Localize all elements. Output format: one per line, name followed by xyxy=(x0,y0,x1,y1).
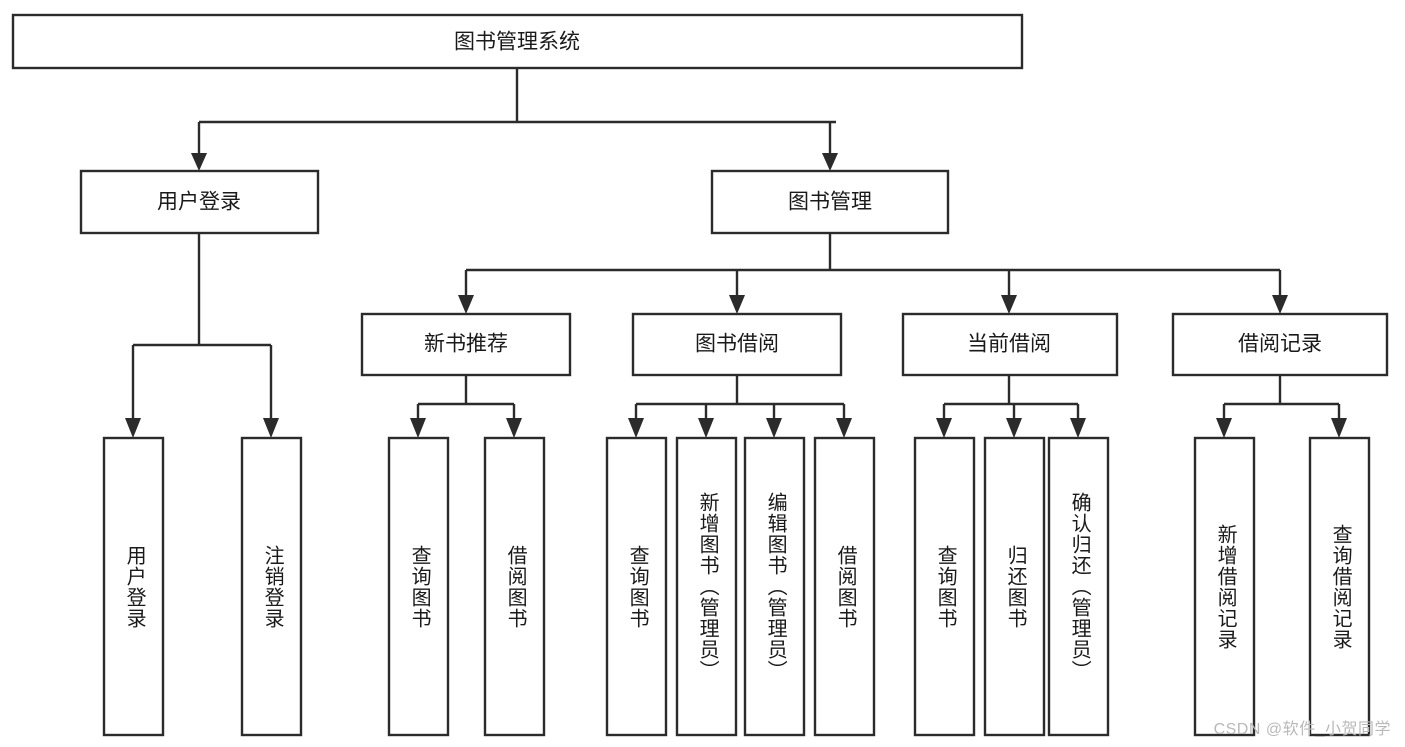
leaf-box-bb-query-book[interactable] xyxy=(605,436,668,737)
node-user-login-box[interactable] xyxy=(79,169,320,235)
leaf-boxes-book-borrow xyxy=(605,436,876,737)
node-book-manage[interactable]: 图书管理 xyxy=(710,169,950,235)
connectors-bookmanage-to-level3 xyxy=(458,233,1288,314)
leaf-box-bb-add-book[interactable] xyxy=(675,436,738,737)
node-root-box[interactable] xyxy=(11,13,1024,70)
connectors-borrowrecord-to-leaves xyxy=(1216,375,1347,438)
connectors-newbook-to-leaves xyxy=(410,375,522,438)
leaf-box-cb-return-book[interactable] xyxy=(983,436,1046,737)
node-borrow-record-label: 借阅记录 xyxy=(1238,333,1322,356)
node-book-borrow-label: 图书借阅 xyxy=(695,333,779,356)
arrow-head-currentborrow xyxy=(1001,295,1017,314)
leaf-box-nbr-query-book[interactable] xyxy=(387,436,450,737)
arrow-head-leaf-user-login xyxy=(125,418,141,438)
arrow-head-user-login xyxy=(191,153,207,171)
node-new-book-recommend[interactable]: 新书推荐 xyxy=(360,312,572,377)
arrow-head-currentborrow-leaf-2 xyxy=(1006,418,1022,438)
arrow-head-borrowrecord-leaf-1 xyxy=(1216,418,1232,438)
leaf-box-cb-confirm-return[interactable] xyxy=(1047,436,1110,737)
arrow-head-newbook-leaf-1 xyxy=(410,418,426,438)
arrow-head-borrowrecord xyxy=(1272,295,1288,314)
connectors-userlogin-to-leaves xyxy=(125,233,279,438)
arrow-head-leaf-logout xyxy=(263,418,279,438)
node-current-borrow-label: 当前借阅 xyxy=(967,333,1051,356)
arrow-head-currentborrow-leaf-1 xyxy=(936,418,952,438)
arrow-head-newbook xyxy=(458,295,474,314)
leaf-boxes-new-book-recommend xyxy=(387,436,546,737)
arrow-head-borrowrecord-leaf-2 xyxy=(1331,418,1347,438)
node-book-borrow[interactable]: 图书借阅 xyxy=(631,312,843,377)
connectors-bookborrow-to-leaves xyxy=(628,375,852,438)
node-current-borrow-box[interactable] xyxy=(901,312,1119,377)
arrow-head-bookborrow xyxy=(729,295,745,314)
connectors-currentborrow-to-leaves xyxy=(936,375,1086,438)
leaf-box-nbr-borrow-book[interactable] xyxy=(483,436,546,737)
node-new-book-recommend-box[interactable] xyxy=(360,312,572,377)
arrow-head-currentborrow-leaf-3 xyxy=(1070,418,1086,438)
arrow-head-book-manage xyxy=(822,153,838,171)
leaf-box-cb-query-book[interactable] xyxy=(913,436,976,737)
arrow-head-newbook-leaf-2 xyxy=(506,418,522,438)
node-current-borrow[interactable]: 当前借阅 xyxy=(901,312,1119,377)
leaf-boxes-current-borrow xyxy=(913,436,1110,737)
leaf-boxes-user-login xyxy=(102,436,303,737)
node-user-login-label: 用户登录 xyxy=(157,191,241,214)
leaf-boxes-borrow-record xyxy=(1193,436,1371,737)
node-book-manage-box[interactable] xyxy=(710,169,950,235)
arrow-head-bookborrow-leaf-4 xyxy=(836,418,852,438)
node-book-borrow-box[interactable] xyxy=(631,312,843,377)
leaf-box-br-query-record[interactable] xyxy=(1308,436,1371,737)
leaf-box-logout[interactable] xyxy=(240,436,303,737)
node-new-book-recommend-label: 新书推荐 xyxy=(424,333,508,356)
node-borrow-record[interactable]: 借阅记录 xyxy=(1171,312,1389,377)
leaf-box-bb-edit-book[interactable] xyxy=(743,436,806,737)
leaf-box-br-add-record[interactable] xyxy=(1193,436,1256,737)
leaf-box-user-login[interactable] xyxy=(102,436,165,737)
arrow-head-bookborrow-leaf-2 xyxy=(698,418,714,438)
node-root-label: 图书管理系统 xyxy=(454,31,580,54)
node-borrow-record-box[interactable] xyxy=(1171,312,1389,377)
node-book-manage-label: 图书管理 xyxy=(788,191,872,214)
arrow-head-bookborrow-leaf-3 xyxy=(766,418,782,438)
leaf-box-bb-borrow-book[interactable] xyxy=(813,436,876,737)
arrow-head-bookborrow-leaf-1 xyxy=(628,418,644,438)
connectors-root-to-level2 xyxy=(191,68,838,171)
node-root[interactable]: 图书管理系统 xyxy=(11,13,1024,70)
node-user-login[interactable]: 用户登录 xyxy=(79,169,320,235)
